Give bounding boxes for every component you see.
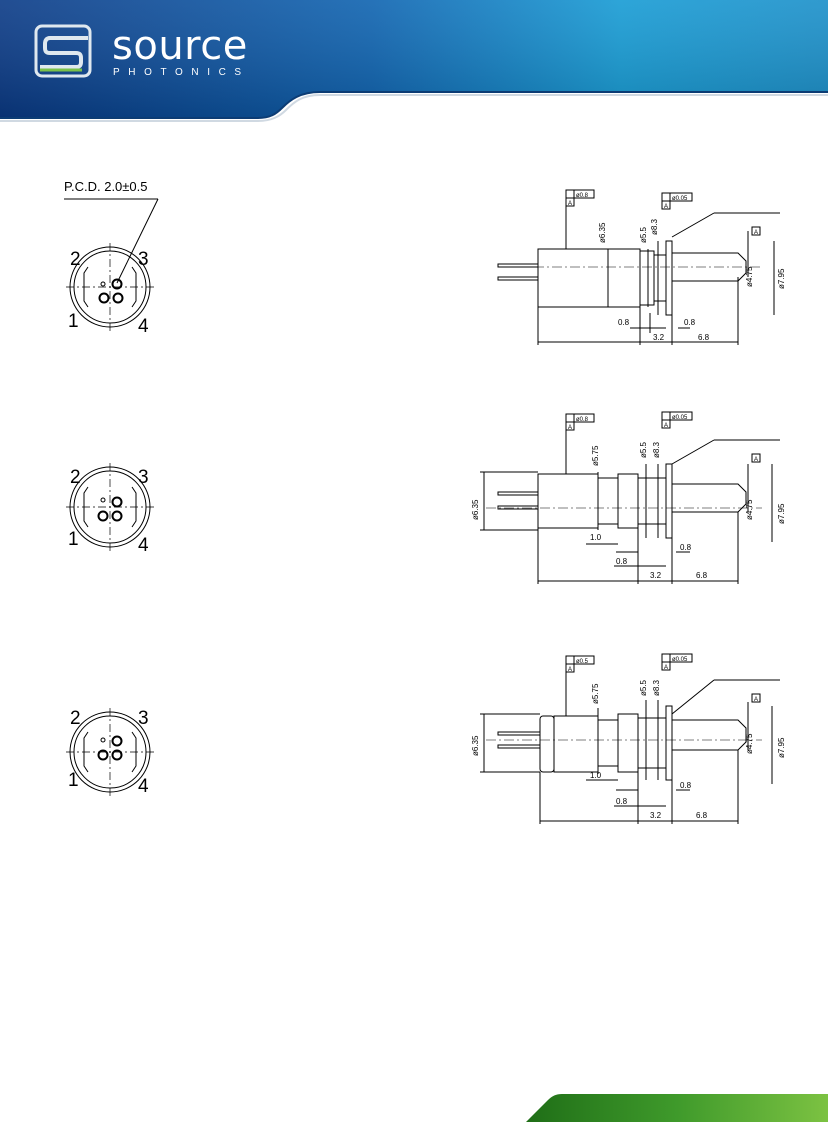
datum-ref-right: A — [664, 423, 668, 429]
dim-dia-635: ø6.35 — [598, 222, 607, 243]
datum-tag: A — [754, 697, 758, 703]
side-view-2: ø0.8 A ø0.05 A A ø6.35 ø5.75 ø5.5 ø8.3 ø… — [471, 411, 786, 584]
pin-label-2: 2 — [70, 249, 81, 270]
datum-ref-left: A — [568, 201, 572, 207]
datum-ref-right: A — [664, 665, 668, 671]
pin-label-1: 1 — [68, 529, 79, 550]
dim-dia-83: ø8.3 — [652, 441, 661, 458]
tolerance-left: ø0.8 — [576, 417, 589, 423]
dim-dia-635: ø6.35 — [471, 735, 480, 756]
dim-10: 1.0 — [590, 533, 602, 542]
datum-tag: A — [754, 230, 758, 236]
dim-dia-83: ø8.3 — [650, 218, 659, 235]
dim-08-left: 0.8 — [618, 318, 630, 327]
pin-label-3: 3 — [138, 467, 149, 488]
dim-32: 3.2 — [650, 811, 662, 820]
dim-dia-475: ø4.75 — [745, 499, 754, 520]
dim-08-right: 0.8 — [680, 543, 692, 552]
header-band — [0, 0, 828, 122]
footer-band — [526, 1094, 828, 1122]
datum-ref-left: A — [568, 425, 572, 431]
pin-view-2: 2 3 1 4 — [66, 463, 154, 555]
pin-label-2: 2 — [70, 708, 81, 729]
dim-68: 6.8 — [698, 333, 710, 342]
dim-dia-475: ø4.75 — [745, 266, 754, 287]
logo-mark — [34, 24, 92, 78]
datum-ref-left: A — [568, 667, 572, 673]
dim-08-right: 0.8 — [680, 781, 692, 790]
page-footer — [0, 1094, 828, 1122]
dim-dia-55: ø5.5 — [639, 226, 648, 243]
dim-dia-55: ø5.5 — [639, 679, 648, 696]
side-view-1: ø0.8 A ø0.05 A A ø6.35 ø5.5 ø8.3 ø4.75 ø… — [497, 189, 786, 345]
dim-dia-575: ø5.75 — [591, 445, 600, 466]
dim-08-left: 0.8 — [616, 797, 628, 806]
brand-logotype: source PHOTONICS — [112, 26, 250, 78]
pin-view-1: P.C.D. 2.0±0.5 2 3 1 4 — [64, 179, 159, 337]
pcd-label: P.C.D. 2.0±0.5 — [64, 179, 148, 194]
pin-label-4: 4 — [138, 316, 149, 337]
pin-label-3: 3 — [138, 708, 149, 729]
dim-dia-795: ø7.95 — [777, 268, 786, 289]
pin-view-3: 2 3 1 4 — [66, 708, 154, 797]
pin-label-4: 4 — [138, 776, 149, 797]
tolerance-left: ø0.5 — [576, 659, 589, 665]
pin-label-3: 3 — [138, 249, 149, 270]
brand-word: source — [112, 23, 248, 69]
pin-label-4: 4 — [138, 535, 149, 555]
tolerance-right: ø0.05 — [672, 657, 688, 663]
dim-dia-475: ø4.75 — [745, 733, 754, 754]
dim-dia-575: ø5.75 — [591, 683, 600, 704]
pin-label-2: 2 — [70, 467, 81, 488]
dim-08-left: 0.8 — [616, 557, 628, 566]
dim-32: 3.2 — [650, 571, 662, 580]
datum-ref-right: A — [664, 204, 668, 210]
page-header: source PHOTONICS — [0, 0, 828, 125]
side-view-3: ø0.5 A ø0.05 A A ø6.35 ø5.75 ø5.5 ø8.3 ø… — [471, 653, 786, 824]
dim-10: 1.0 — [590, 771, 602, 780]
dim-68: 6.8 — [696, 811, 708, 820]
dim-dia-795: ø7.95 — [777, 737, 786, 758]
dim-68: 6.8 — [696, 571, 708, 580]
pin-label-1: 1 — [68, 311, 79, 332]
dim-dia-635: ø6.35 — [471, 499, 480, 520]
dim-dia-55: ø5.5 — [639, 441, 648, 458]
tolerance-right: ø0.05 — [672, 415, 688, 421]
dim-08-right: 0.8 — [684, 318, 696, 327]
pin-label-1: 1 — [68, 770, 79, 791]
dim-dia-795: ø7.95 — [777, 503, 786, 524]
dim-32: 3.2 — [653, 333, 665, 342]
tolerance-left: ø0.8 — [576, 193, 589, 199]
dim-dia-83: ø8.3 — [652, 679, 661, 696]
datum-tag: A — [754, 457, 758, 463]
brand-subtitle: PHOTONICS — [113, 67, 250, 78]
tolerance-right: ø0.05 — [672, 196, 688, 202]
